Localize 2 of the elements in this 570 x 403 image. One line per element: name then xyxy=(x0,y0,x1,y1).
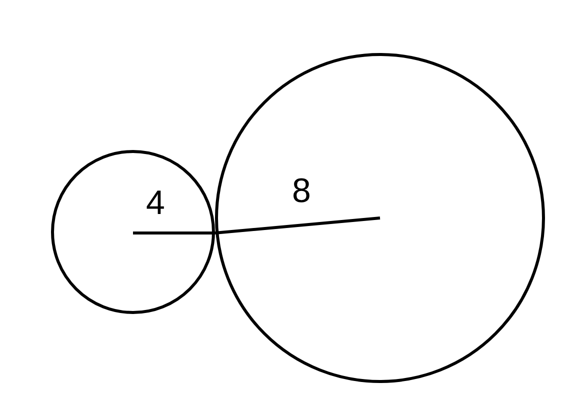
dimension-label: 4 xyxy=(146,186,165,220)
dimension-label: 8 xyxy=(292,174,311,208)
